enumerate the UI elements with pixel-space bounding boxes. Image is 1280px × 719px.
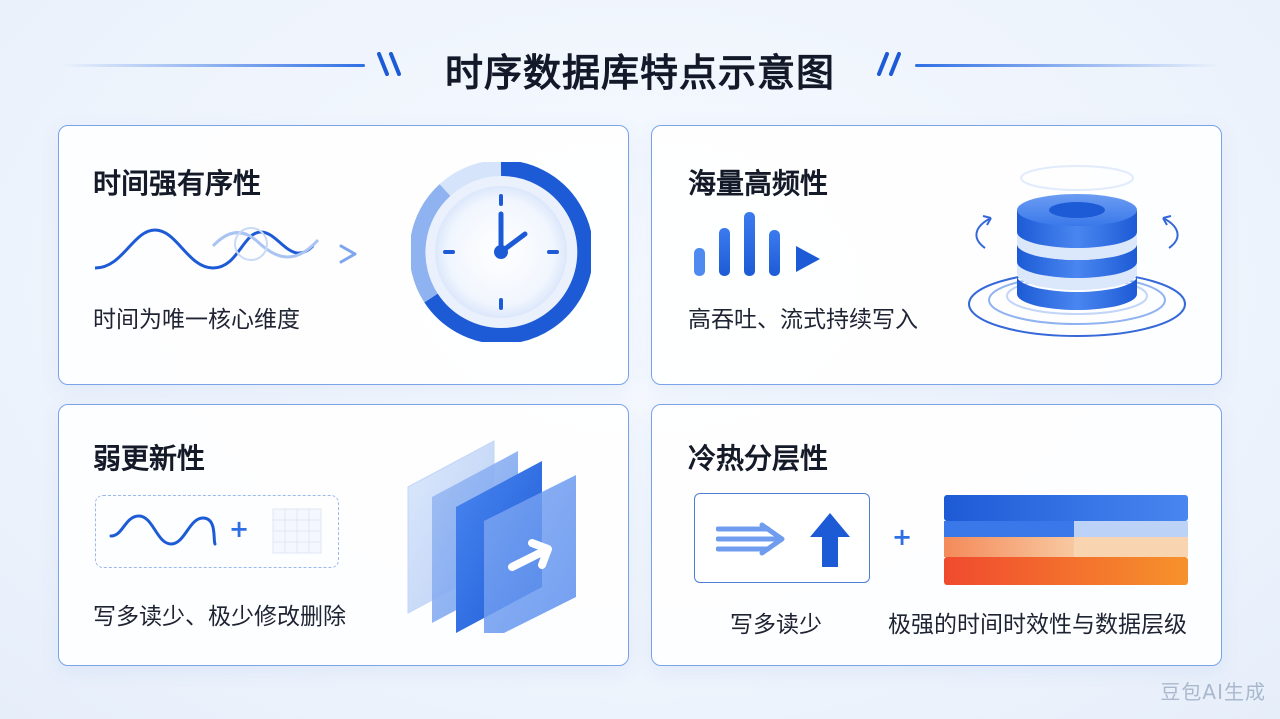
- grid-icon: [272, 508, 322, 554]
- card-description-left: 写多读少: [730, 612, 822, 638]
- card-title: 海量高频性: [688, 167, 829, 200]
- plus-icon: +: [892, 523, 913, 551]
- double-arrow-icon: [716, 522, 785, 556]
- card-description: 时间为唯一核心维度: [93, 307, 300, 333]
- card-description: 写多读少、极少修改删除: [93, 604, 346, 630]
- plus-icon: +: [229, 515, 250, 543]
- wave-arrow-icon: [94, 227, 357, 270]
- card-title: 时间强有序性: [93, 167, 262, 200]
- header-line-right: [915, 64, 1220, 67]
- card-time-ordering: 时间强有序性 时间为唯一核心维度: [58, 125, 629, 385]
- card-title: 弱更新性: [93, 442, 206, 475]
- page-title: 时序数据库特点示意图: [444, 51, 835, 95]
- database-icon: [968, 165, 1186, 337]
- card-weak-update: 弱更新性 + 写多读少、极少修改删除: [58, 404, 629, 666]
- clock-icon: [411, 162, 591, 342]
- signal-bars-play-icon: [694, 212, 820, 276]
- watermark: 豆包AI生成: [1160, 680, 1266, 704]
- card-title: 冷热分层性: [688, 442, 829, 475]
- header: 时序数据库特点示意图: [0, 34, 1280, 104]
- card-massive-high-frequency: 海量高频性 高吞吐、流式持续写入: [651, 125, 1222, 385]
- layer-bars-icon: [944, 495, 1188, 585]
- card-description: 高吞吐、流式持续写入: [688, 307, 918, 333]
- write-grid-box: [95, 495, 339, 568]
- card-description-right: 极强的时间时效性与数据层级: [888, 612, 1187, 638]
- wave-icon: [109, 514, 217, 546]
- stacked-pages-arrow-icon: [407, 440, 576, 633]
- up-arrow-icon: [810, 513, 850, 567]
- header-line-left: [60, 64, 365, 67]
- slash-decoration-right-icon: [877, 52, 901, 76]
- card-hot-cold-tiering: 冷热分层性 写多读少 + 极强的时间时效性与数据层级: [651, 404, 1222, 666]
- slash-decoration-left-icon: [377, 52, 401, 76]
